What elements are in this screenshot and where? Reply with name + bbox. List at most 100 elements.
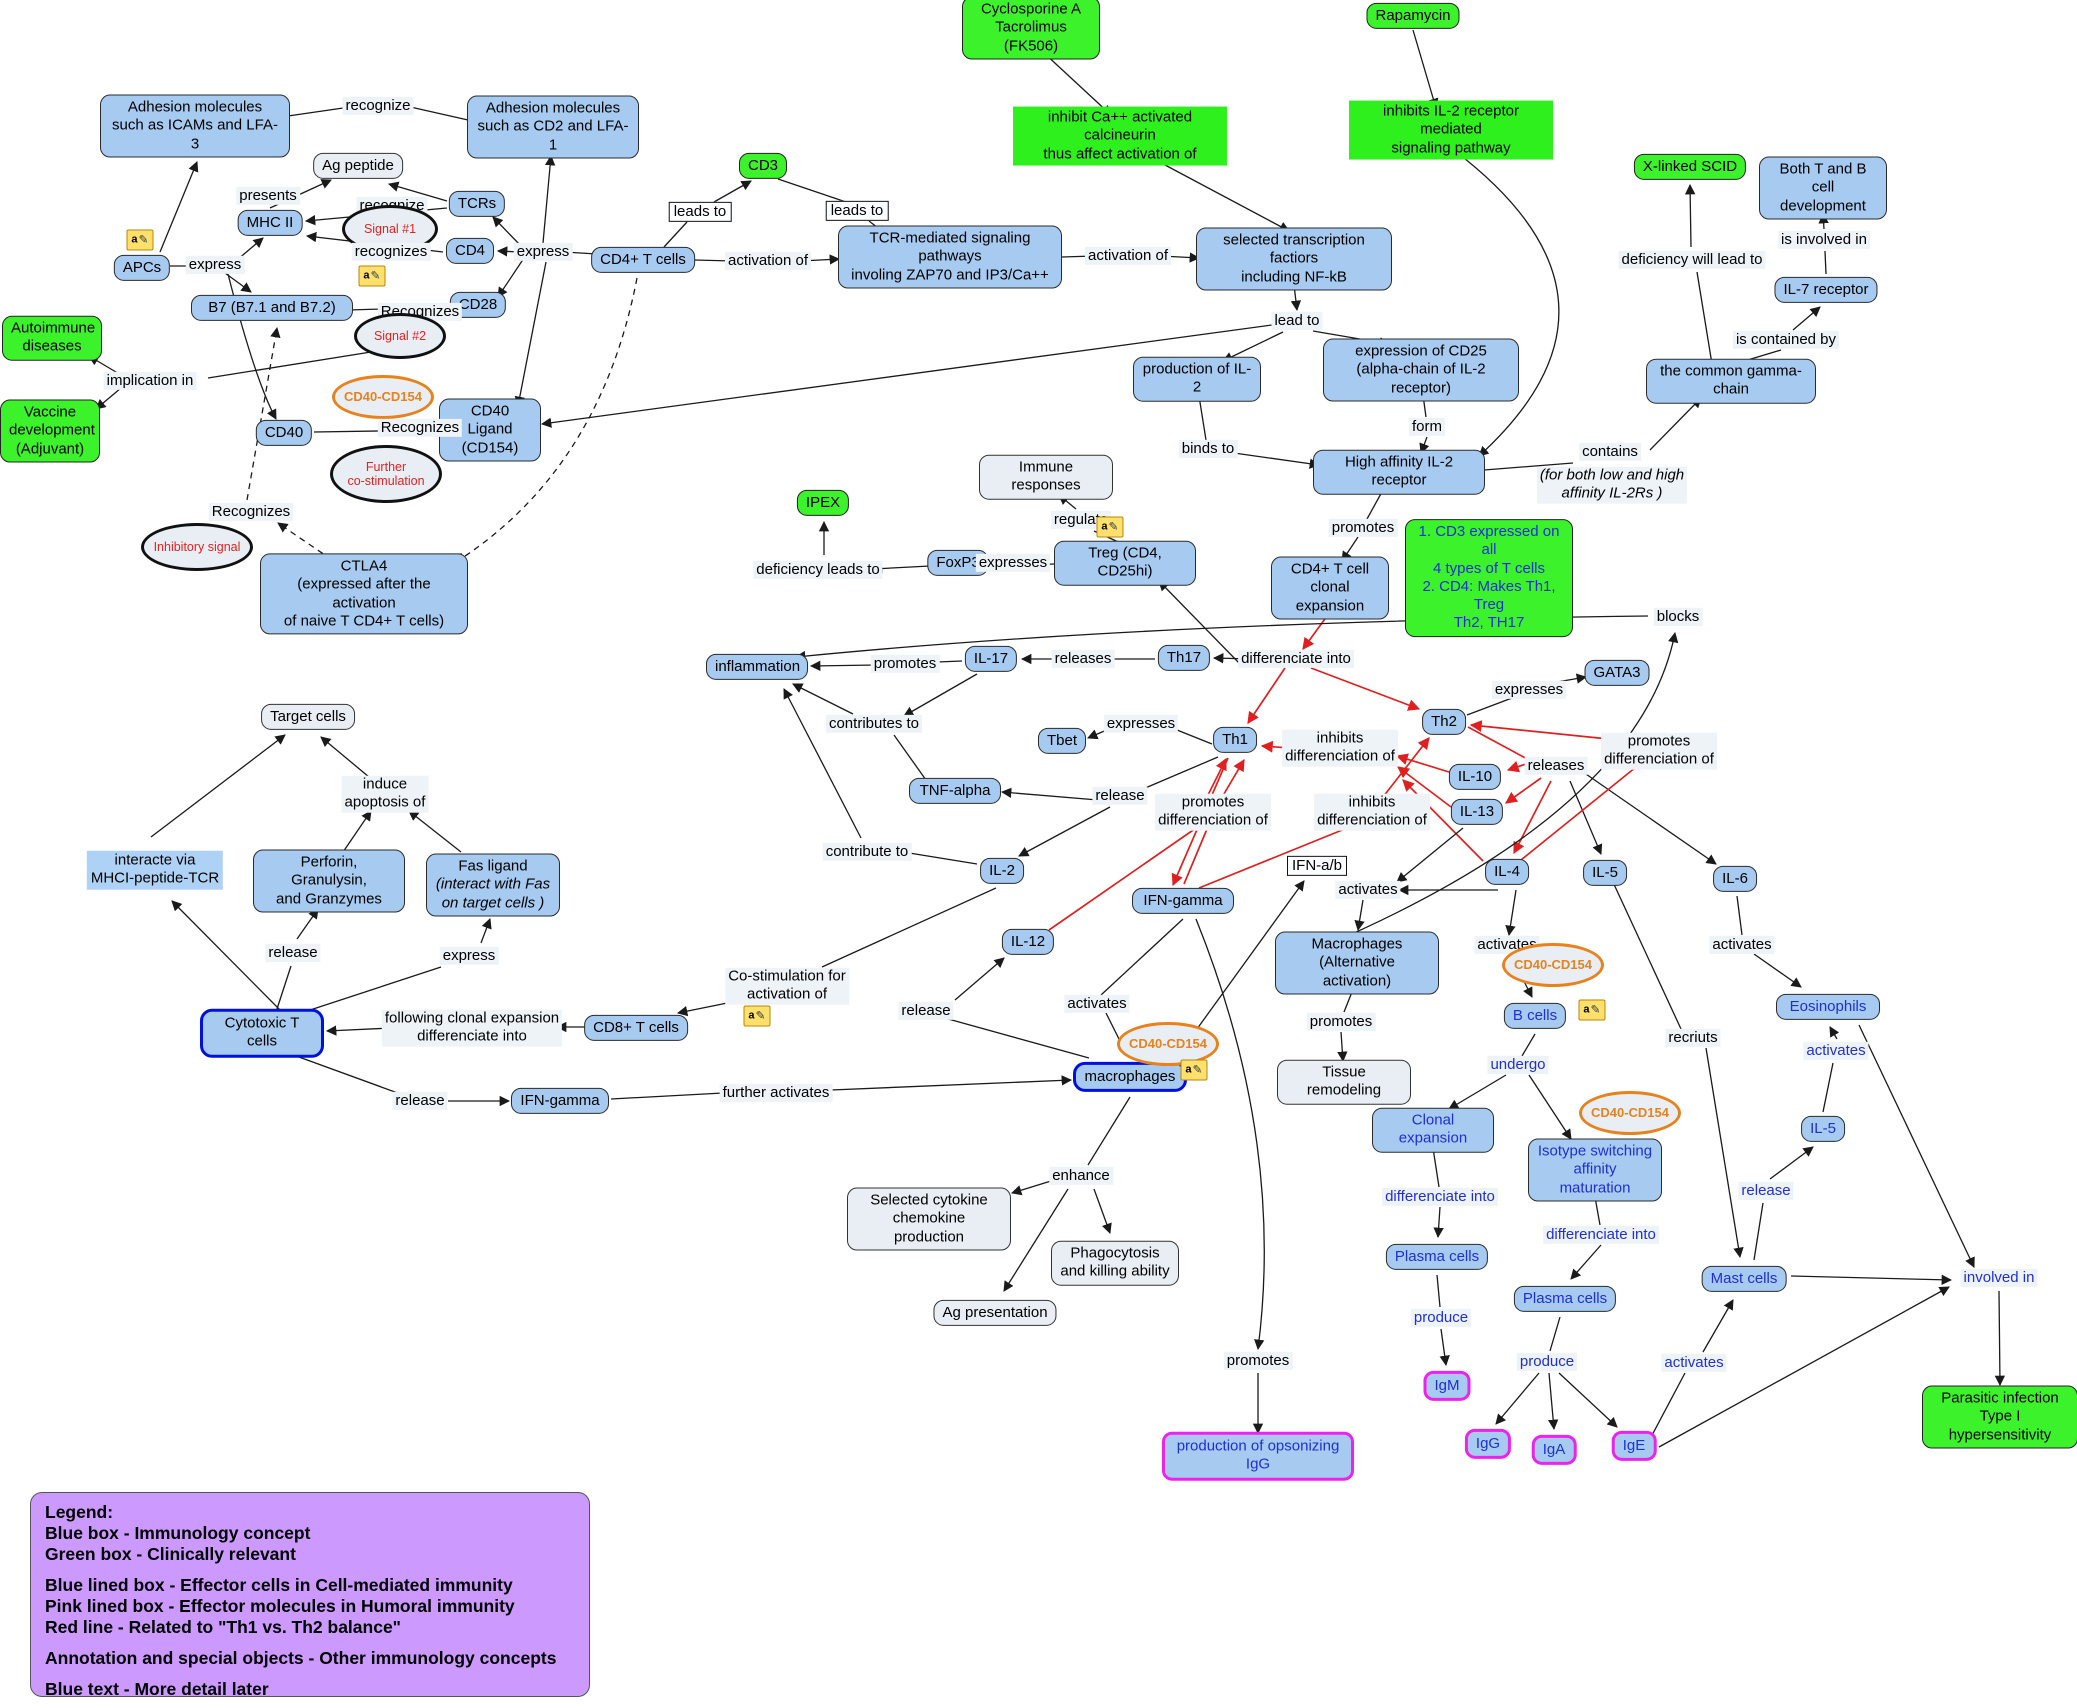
node-il13[interactable]: IL-13 [1450,798,1504,826]
node-phagocytosis[interactable]: Phagocytosis and killing ability [1051,1240,1179,1286]
node-cd40-label: CD40 [264,423,304,441]
node-th1[interactable]: Th1 [1213,726,1257,754]
link-deficiency-leads-label: deficiency leads to [756,560,880,578]
node-tb-development[interactable]: Both T and B cell development [1759,156,1887,220]
annotation-note-icon[interactable]: a✎ [743,1005,771,1027]
link-further-activates: further activates [719,1083,833,1103]
link-produce-2: produce [1516,1352,1578,1372]
node-ifn-gamma-2[interactable]: IFN-gamma [511,1087,609,1115]
node-target-cells[interactable]: Target cells [261,703,355,731]
node-il17[interactable]: IL-17 [964,645,1018,673]
node-ag-peptide[interactable]: Ag peptide [313,152,403,180]
annotation-cd40-cd154-2[interactable]: CD40-CD154 [1502,943,1604,987]
node-th2[interactable]: Th2 [1422,708,1466,736]
node-ifn-gamma-1[interactable]: IFN-gamma [1132,887,1234,915]
edge-110 [1448,1074,1507,1110]
node-cd4-clonal-expansion[interactable]: CD4+ T cell clonal expansion [1271,556,1389,620]
legend-line-7 [45,1638,575,1648]
node-gamma-chain[interactable]: the common gamma-chain [1646,358,1816,404]
node-gata3[interactable]: GATA3 [1584,659,1650,687]
node-parasitic-infection[interactable]: Parasitic infection Type I hypersensitiv… [1922,1385,2077,1449]
node-il4[interactable]: IL-4 [1485,858,1529,886]
node-transcription-factors[interactable]: selected transcription factiors includin… [1196,227,1392,291]
annotation-note-icon[interactable]: a✎ [1096,516,1124,538]
node-clonal-expansion[interactable]: Clonal expansion [1372,1107,1494,1153]
annotation-cd40-cd154-3[interactable]: CD40-CD154 [1579,1091,1681,1135]
node-isotype-switching[interactable]: Isotype switching affinity maturation [1528,1138,1662,1202]
node-adhesion-cd2[interactable]: Adhesion molecules such as CD2 and LFA-1 [467,95,639,159]
node-ag-presentation[interactable]: Ag presentation [933,1299,1057,1327]
node-mhc2[interactable]: MHC II [237,209,303,237]
node-tbet[interactable]: Tbet [1037,727,1087,755]
node-il2[interactable]: IL-2 [980,857,1024,885]
node-il5[interactable]: IL-5 [1583,859,1627,887]
annotation-note-icon[interactable]: a✎ [358,265,386,287]
node-cd25[interactable]: expression of CD25 (alpha-chain of IL-2 … [1323,338,1519,402]
annotation-cd3-cd4-note[interactable]: 1. CD3 expressed on all 4 types of T cel… [1405,519,1573,637]
node-ipex[interactable]: IPEX [796,489,850,517]
annotation-cd40-cd154-4[interactable]: CD40-CD154 [1117,1022,1219,1066]
node-perforin[interactable]: Perforin, Granulysin, and Granzymes [253,849,405,913]
node-cd3[interactable]: CD3 [738,152,788,180]
node-high-affinity-il2r[interactable]: High affinity IL-2 receptor [1313,449,1485,495]
node-inhibit-calcineurin[interactable]: inhibit Ca++ activated calcineurin thus … [1013,106,1227,166]
node-tcrs[interactable]: TCRs [448,190,506,218]
edge-25 [663,221,688,248]
node-adhesion-icams[interactable]: Adhesion molecules such as ICAMs and LFA… [100,94,290,158]
node-apcs[interactable]: APCs [113,254,171,282]
node-ctla4[interactable]: CTLA4 (expressed after the activation of… [260,553,468,635]
node-il6[interactable]: IL-6 [1713,865,1757,893]
node-fas-ligand[interactable]: Fas ligand(interact with Fas on target c… [426,853,560,917]
node-autoimmune[interactable]: Autoimmune diseases [2,315,102,361]
node-il12[interactable]: IL-12 [1001,928,1055,956]
link-activates-il5-label: activates [1806,1041,1866,1059]
node-rapamycin[interactable]: Rapamycin [1366,2,1460,30]
node-selected-cytokine[interactable]: Selected cytokine chemokine production [847,1187,1011,1251]
node-plasma-cells-1[interactable]: Plasma cells [1385,1243,1489,1271]
node-eosinophils[interactable]: Eosinophils [1776,993,1880,1021]
node-eosinophils-label: Eosinophils [1789,997,1867,1015]
edge-70 [893,734,927,781]
node-b7[interactable]: B7 (B7.1 and B7.2) [191,294,353,322]
node-inhibits-il2r-pathway[interactable]: inhibits IL-2 receptor mediated signalin… [1349,100,1553,160]
node-cd4[interactable]: CD4 [445,237,495,265]
node-macrophages[interactable]: macrophages [1073,1061,1187,1093]
node-cyclosporine[interactable]: Cyclosporine A Tacrolimus (FK506) [962,0,1100,60]
node-production-il2[interactable]: production of IL-2 [1133,356,1261,402]
node-il5-b[interactable]: IL-5 [1801,1115,1845,1143]
node-tnf-alpha[interactable]: TNF-alpha [909,777,1001,805]
annotation-note-icon[interactable]: a✎ [1578,999,1606,1021]
node-opsonizing-igg[interactable]: production of opsonizing IgG [1162,1431,1354,1481]
annotation-further-costim[interactable]: Further co-stimulation [330,445,442,503]
annotation-inhibitory-signal[interactable]: Inhibitory signal [141,523,253,571]
annotation-cd40-cd154-1[interactable]: CD40-CD154 [332,375,434,419]
node-vaccine[interactable]: Vaccine development (Adjuvant) [0,399,100,463]
edge-36 [1454,150,1560,457]
node-il10[interactable]: IL-10 [1448,763,1502,791]
edge-162 [902,851,978,865]
node-inflammation[interactable]: inflammation [706,653,808,681]
annotation-signal-2[interactable]: Signal #2 [354,313,446,359]
node-th17[interactable]: Th17 [1157,644,1211,672]
node-plasma-cells-2[interactable]: Plasma cells [1513,1285,1617,1313]
node-cd8-tcells[interactable]: CD8+ T cells [584,1014,688,1042]
node-xlinked-scid[interactable]: X-linked SCID [1633,153,1747,181]
node-cd40[interactable]: CD40 [255,419,313,447]
node-tcr-pathways[interactable]: TCR-mediated signaling pathways involing… [838,225,1062,289]
node-iga[interactable]: IgA [1531,1434,1577,1466]
node-immune-responses[interactable]: Immune responses [979,454,1113,500]
node-b-cells[interactable]: B cells [1503,1002,1567,1030]
node-tissue-remodeling[interactable]: Tissue remodeling [1277,1059,1411,1105]
annotation-note-icon[interactable]: a✎ [1180,1059,1208,1081]
node-macrophages-alt[interactable]: Macrophages (Alternative activation) [1275,931,1439,995]
node-il7-receptor[interactable]: IL-7 receptor [1774,276,1878,304]
node-cd4-tcells[interactable]: CD4+ T cells [591,246,695,274]
node-ige[interactable]: IgE [1611,1430,1657,1462]
node-mast-cells[interactable]: Mast cells [1701,1265,1787,1293]
node-cytotoxic-tcells[interactable]: Cytotoxic T cells [200,1008,324,1058]
annotation-note-icon[interactable]: a✎ [126,229,154,251]
link-releases-2: releases [1524,756,1588,776]
node-igg[interactable]: IgG [1464,1428,1512,1460]
node-igm[interactable]: IgM [1423,1370,1471,1402]
node-treg[interactable]: Treg (CD4, CD25hi) [1054,540,1196,586]
